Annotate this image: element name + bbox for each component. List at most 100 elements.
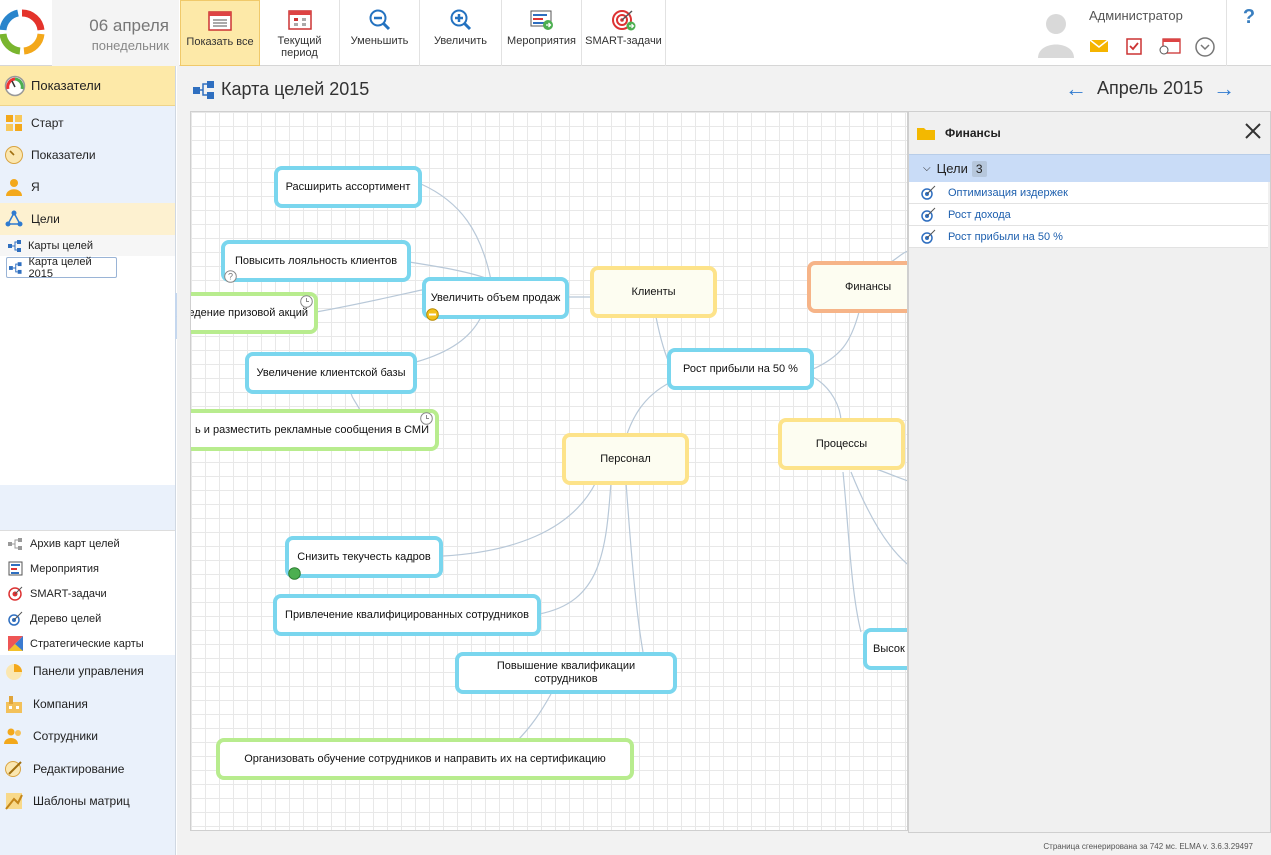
- goals-count-badge: 3: [971, 160, 987, 177]
- goals-section-header[interactable]: ⌵ Цели 3: [909, 154, 1270, 182]
- mail-icon[interactable]: [1089, 38, 1109, 54]
- link-profit-staff: [625, 381, 672, 438]
- period-selector: ← Апрель 2015 →: [1055, 75, 1245, 101]
- chevron-down-icon: ⌵: [923, 163, 931, 174]
- link-staff-qualification: [625, 481, 644, 653]
- question-icon[interactable]: ?: [224, 270, 237, 283]
- zoom-in-button[interactable]: Увеличить: [420, 0, 502, 66]
- goal-map-node[interactable]: Персонал: [562, 433, 689, 485]
- strategy-map-icon: [8, 636, 23, 651]
- sidebar-module-employees[interactable]: Сотрудники: [0, 720, 175, 753]
- gauge-icon: [4, 75, 26, 96]
- show-all-button[interactable]: Показать все: [180, 0, 260, 66]
- goal-map-node[interactable]: Увеличение клиентской базы: [245, 352, 417, 394]
- sidebar-link-label: Стратегические карты: [30, 637, 144, 650]
- goal-map-node[interactable]: Рост прибыли на 50 %: [667, 348, 814, 390]
- sidebar-link-goal-tree[interactable]: Дерево целей: [0, 606, 175, 631]
- goal-target-icon: [921, 229, 936, 244]
- sidebar-subitem-label: Карта целей 2015: [28, 255, 92, 280]
- user-name[interactable]: Администратор: [1089, 8, 1183, 23]
- sidebar-module-editing[interactable]: Редактирование: [0, 753, 175, 786]
- sidebar-module-matrix-templates[interactable]: Шаблоны матриц: [0, 785, 175, 818]
- panel-goal-item[interactable]: Рост прибыли на 50 %: [909, 226, 1268, 248]
- goal-map-node[interactable]: Увеличить объем продаж: [422, 277, 569, 319]
- date-display: 06 апреля понедельник: [52, 0, 179, 66]
- goal-map-node[interactable]: Организовать обучение сотрудников и напр…: [216, 738, 634, 780]
- sidebar-link-smart[interactable]: SMART-задачи: [0, 581, 175, 606]
- main-content: Карта целей 2015 ← Апрель 2015 →: [177, 66, 1271, 855]
- sidebar-link-archive[interactable]: Архив карт целей: [0, 531, 175, 556]
- tasks-icon[interactable]: [1125, 37, 1143, 55]
- current-period-label: Текущий период: [277, 35, 322, 59]
- page-title-text: Карта целей 2015: [221, 79, 370, 99]
- sidebar-link-strategy-maps[interactable]: Стратегические карты: [0, 631, 175, 656]
- panel-goal-item[interactable]: Рост дохода: [909, 204, 1268, 226]
- goal-map-canvas[interactable]: Расширить ассортимент Повысить лояльност…: [190, 111, 908, 831]
- status-yellow-icon: [426, 308, 439, 321]
- sidebar-modules: Панели управления Компания Сотрудники Ре…: [0, 655, 175, 818]
- goal-tree-icon: [8, 611, 23, 626]
- sidebar-link-label: Мероприятия: [30, 562, 99, 575]
- top-toolbar: 06 апреля понедельник Показать все Текущ…: [0, 0, 1271, 66]
- goal-map-node[interactable]: Финансы: [807, 261, 907, 313]
- chevron-down-icon[interactable]: [1195, 37, 1215, 57]
- sidebar-subitem-goal-map-2015[interactable]: Карта целей 2015: [6, 255, 117, 280]
- sidebar-link-events[interactable]: Мероприятия: [0, 556, 175, 581]
- help-button[interactable]: ?: [1226, 0, 1271, 66]
- goal-map-node[interactable]: Расширить ассортимент: [274, 166, 422, 208]
- goal-map-node[interactable]: ь и разместить рекламные сообщения в СМИ: [191, 409, 439, 451]
- status-green-icon: [288, 567, 301, 580]
- sidebar-module-company[interactable]: Компания: [0, 688, 175, 721]
- sidebar-goal-links: Архив карт целей Мероприятия SMART-задач…: [0, 530, 175, 656]
- sidebar-item-label: Показатели: [31, 148, 96, 162]
- sidebar-subitems: Карты целей Карта целей 2015: [0, 235, 175, 485]
- zoom-out-button[interactable]: Уменьшить: [340, 0, 420, 66]
- sidebar-module-label: Панели управления: [33, 664, 144, 679]
- sidebar-subitem-goal-maps[interactable]: Карты целей: [0, 235, 175, 256]
- goal-map-node[interactable]: Высок: [863, 628, 907, 670]
- panel-title: Финансы: [945, 126, 1001, 140]
- sidebar-module-dashboards[interactable]: Панели управления: [0, 655, 175, 688]
- sidebar-section-header[interactable]: Показатели: [0, 66, 175, 106]
- close-icon[interactable]: [1244, 122, 1262, 140]
- sidebar-section-title: Показатели: [31, 78, 101, 93]
- archive-icon: [8, 538, 22, 550]
- goal-target-icon: [921, 185, 936, 200]
- matrix-templates-icon: [5, 793, 23, 810]
- sidebar-item-indicators[interactable]: Показатели: [0, 139, 175, 171]
- start-icon: [6, 115, 22, 131]
- goal-map-node[interactable]: Привлечение квалифицированных сотруднико…: [273, 594, 541, 636]
- smart-tasks-button[interactable]: SMART-задачи: [582, 0, 666, 66]
- goal-map-node[interactable]: Клиенты: [590, 266, 717, 318]
- calendar-icon: [287, 10, 312, 30]
- prev-period-arrow-icon[interactable]: ←: [1065, 75, 1087, 101]
- goal-map-node[interactable]: едение призовой акций: [191, 292, 318, 334]
- zoom-out-label: Уменьшить: [350, 35, 409, 47]
- zoom-in-icon: [450, 9, 471, 31]
- goal-map-node[interactable]: Процессы: [778, 418, 905, 470]
- elma-logo-icon[interactable]: [0, 0, 50, 66]
- clock-icon: [300, 295, 313, 308]
- employees-icon: [4, 728, 21, 745]
- goal-map-node[interactable]: Повысить лояльность клиентов: [221, 240, 411, 282]
- link-finance-right: [890, 250, 907, 263]
- goal-map-node[interactable]: Снизить текучесть кадров: [285, 536, 443, 578]
- link-base-sales: [415, 316, 482, 363]
- panel-goal-item[interactable]: Оптимизация издержек: [909, 182, 1268, 204]
- goal-map-node[interactable]: Повышение квалификации сотрудников: [455, 652, 677, 694]
- events-button[interactable]: Мероприятия: [502, 0, 582, 66]
- calendar-events-icon[interactable]: [1159, 37, 1181, 55]
- sidebar-item-me[interactable]: Я: [0, 171, 175, 203]
- avatar[interactable]: [1036, 10, 1076, 58]
- zoom-in-label: Увеличить: [433, 35, 488, 47]
- link-staff-qualified: [538, 481, 612, 615]
- link-processes-right: [850, 471, 907, 565]
- sidebar-item-start[interactable]: Старт: [0, 107, 175, 139]
- next-period-arrow-icon[interactable]: →: [1213, 75, 1236, 101]
- current-period-button[interactable]: Текущий период: [260, 0, 340, 66]
- sidebar-item-goals[interactable]: Цели: [0, 203, 175, 235]
- svg-text:?: ?: [228, 272, 233, 282]
- page-footer: Страница сгенерирована за 742 мс. ELMA v…: [1043, 842, 1253, 851]
- link-promo-sales: [315, 287, 432, 313]
- details-panel: Финансы ⌵ Цели 3 Оптимизация издержек Ро…: [908, 111, 1271, 833]
